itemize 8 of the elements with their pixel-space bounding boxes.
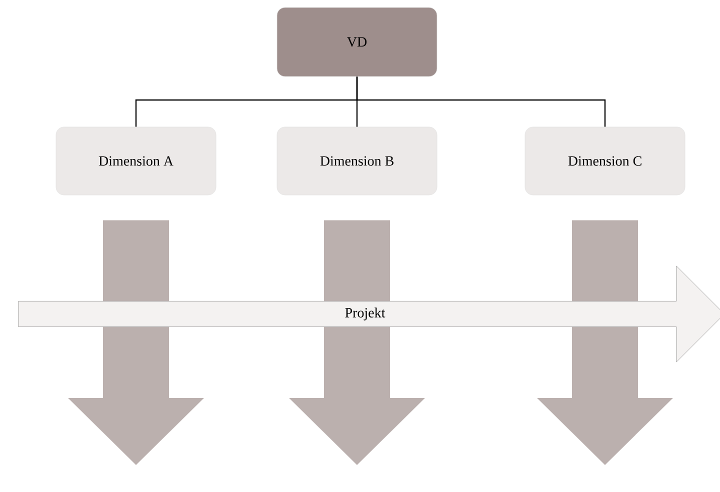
block-arrow <box>289 220 425 465</box>
dimension-box: Dimension A <box>56 126 216 196</box>
connector-line <box>356 76 606 127</box>
block-arrow <box>68 220 204 465</box>
block-arrow <box>537 220 673 465</box>
dimension-box: Dimension C <box>524 126 686 196</box>
title-box: VD <box>276 7 438 77</box>
dimension-box: Dimension B <box>276 126 438 196</box>
